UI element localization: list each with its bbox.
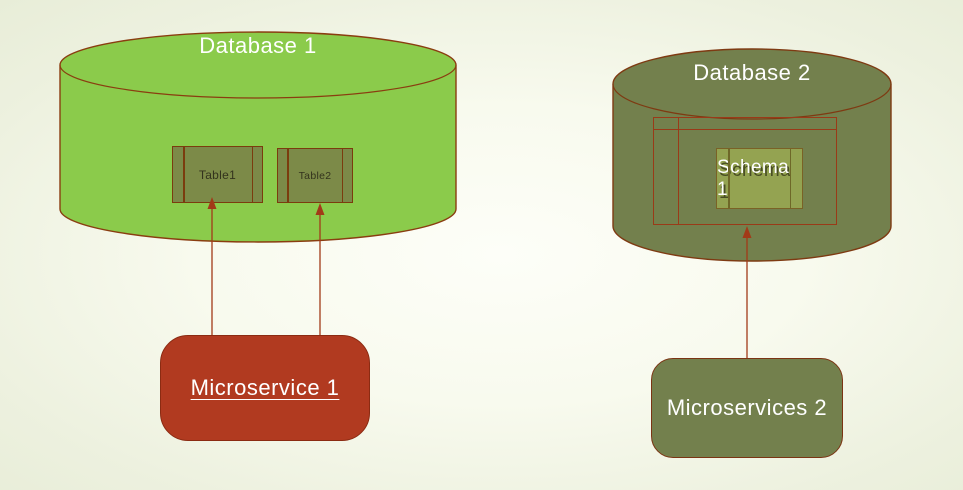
table1-left-bar xyxy=(183,147,185,202)
microservice1-box: Microservice 1 xyxy=(160,335,370,441)
microservices2-box: Microservices 2 xyxy=(651,358,843,458)
table1-right-bar xyxy=(251,147,253,202)
schema1-label: Schema 1 xyxy=(717,156,790,200)
schema-frame-column-line xyxy=(678,118,679,224)
schema1-left-bar xyxy=(728,149,730,208)
database1-cylinder xyxy=(59,31,457,243)
table2-label: Table2 xyxy=(298,169,332,182)
schema1-shape: Schema 1 xyxy=(716,148,803,209)
microservice1-label: Microservice 1 xyxy=(190,375,340,400)
table1-label: Table1 xyxy=(198,167,237,182)
table2-left-bar xyxy=(287,149,289,202)
table1-shape: Table1 xyxy=(172,146,263,203)
schema-frame-header-line xyxy=(654,129,836,130)
table2-shape: Table2 xyxy=(277,148,353,203)
microservices2-label: Microservices 2 xyxy=(666,395,828,420)
database2-title: Database 2 xyxy=(693,60,811,85)
schema-frame xyxy=(653,117,837,225)
schema1-right-bar xyxy=(789,149,791,208)
database1-title: Database 1 xyxy=(199,33,317,58)
table2-right-bar xyxy=(341,149,343,202)
